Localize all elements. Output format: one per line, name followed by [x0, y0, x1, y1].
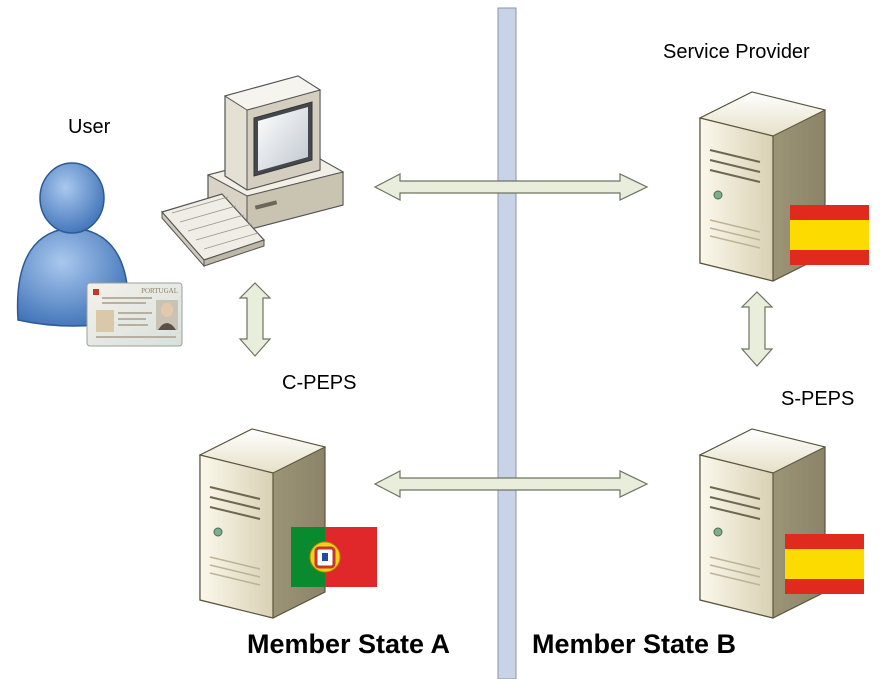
computer-icon — [160, 75, 345, 268]
cpeps-label: C-PEPS — [282, 372, 356, 394]
member-state-divider — [497, 7, 517, 679]
spain-flag-speps — [785, 534, 864, 594]
spain-flag-service-provider — [790, 205, 869, 265]
speps-label: S-PEPS — [781, 388, 854, 410]
member-state-a-label: Member State A — [247, 629, 450, 659]
arrow-cpeps-speps — [373, 470, 649, 498]
member-state-b-label: Member State B — [532, 629, 736, 659]
arrow-service-provider-speps — [740, 291, 774, 367]
arrow-computer-service-provider — [373, 173, 649, 201]
id-card-icon: PORTUGAL — [86, 282, 183, 347]
portugal-flag-cpeps — [291, 527, 377, 587]
svg-text:PORTUGAL: PORTUGAL — [141, 287, 178, 295]
arrow-computer-cpeps — [238, 282, 272, 357]
service-provider-label: Service Provider — [663, 41, 810, 63]
user-label: User — [68, 116, 111, 138]
cpeps-server-icon — [198, 428, 327, 619]
